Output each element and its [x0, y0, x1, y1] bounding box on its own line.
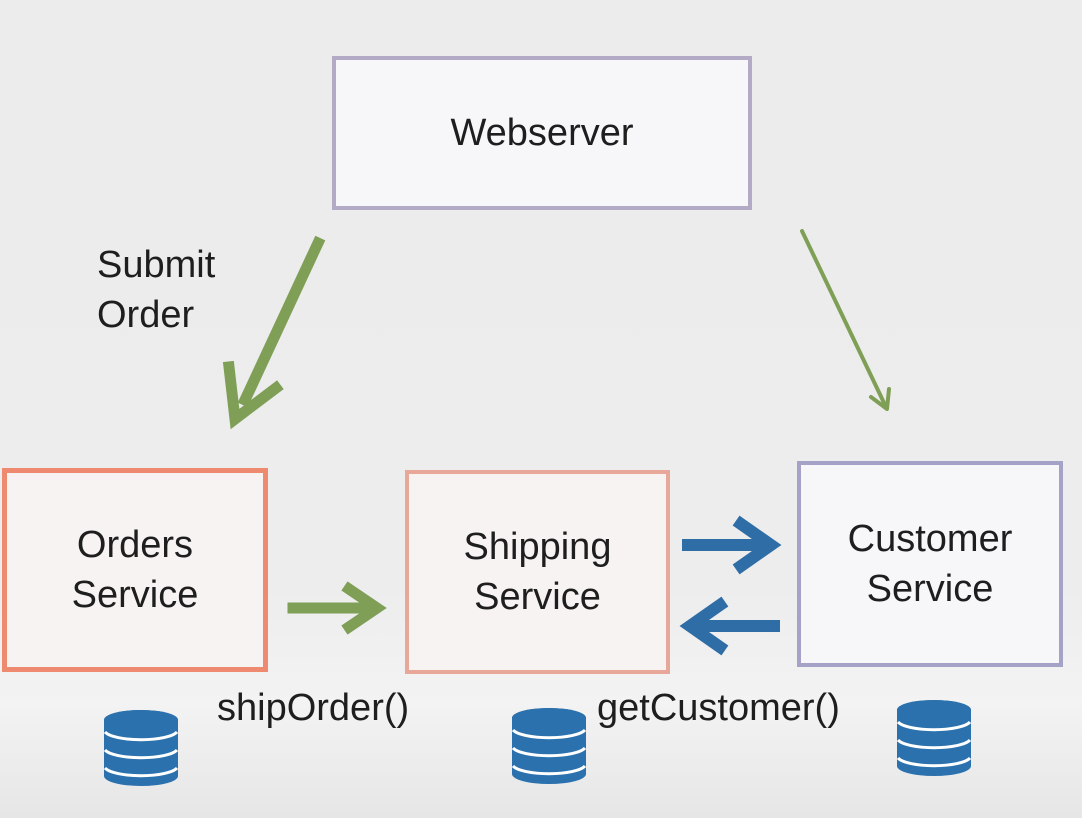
webserver-to-orders-arrow: [222, 235, 326, 430]
orders-service-node: Orders Service: [2, 468, 268, 672]
get-customer-label: getCustomer(): [597, 687, 840, 729]
orders-to-shipping-arrow: [287, 581, 387, 635]
customer-service-node: Customer Service: [797, 461, 1063, 667]
database-icon: [896, 700, 972, 776]
ship-order-label: shipOrder(): [217, 687, 410, 729]
webserver-node: Webserver: [332, 56, 752, 210]
shipping-service-node: Shipping Service: [405, 470, 670, 674]
database-icon: [511, 708, 587, 784]
webserver-to-customer-arrow: [800, 229, 891, 411]
submit-order-label: Submit Order: [97, 244, 216, 336]
database-icon: [103, 710, 179, 786]
customer-to-shipping-arrow: [679, 596, 780, 656]
shipping-to-customer-arrow: [682, 515, 782, 575]
